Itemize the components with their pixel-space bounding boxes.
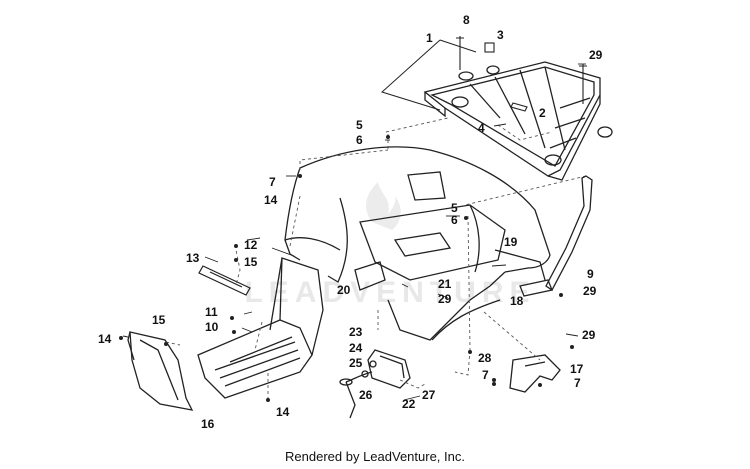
label-leaders [122,63,586,401]
callout-1: 1 [426,31,433,45]
callout-7: 7 [482,368,489,382]
credit-text: Rendered by LeadVenture, Inc. [285,449,465,464]
tail-light [339,349,411,419]
callout-6: 6 [356,133,363,147]
callout-14: 14 [264,193,278,207]
callout-5: 5 [356,118,363,132]
rack-callout-bracket [381,39,477,111]
callout-11: 11 [205,305,218,319]
rear-fender [284,146,551,341]
callout-24: 24 [349,341,363,355]
callout-13: 13 [186,251,200,265]
side-guard [127,331,194,411]
callout-3: 3 [497,28,504,42]
callout-17: 17 [570,362,584,376]
support-arm [519,175,593,297]
callout-14: 14 [276,405,290,419]
callout-20: 20 [337,283,351,297]
rack-leaders [385,117,587,206]
callout-10: 10 [205,320,219,334]
callout-16: 16 [201,417,215,431]
callout-21: 21 [438,277,452,291]
callout-14: 14 [98,332,112,346]
rear-rack [423,61,613,181]
callout-2: 2 [539,106,546,120]
callout-15: 15 [244,255,258,269]
callout-28: 28 [478,351,492,365]
callout-23: 23 [349,325,363,339]
callout-29: 29 [583,284,597,298]
callouts: 8 3 1 29 2 4 5 6 7 14 5 6 12 13 15 19 9 … [98,13,603,431]
watermark-text: LEADVENTURE [244,276,535,309]
lower-bracket [509,354,561,393]
callout-18: 18 [510,294,524,308]
watermark-flame-icon [365,182,401,230]
callout-5: 5 [451,201,458,215]
callout-27: 27 [422,388,436,402]
part-leaders [165,134,541,400]
callout-8: 8 [463,13,470,27]
rack-hardware [456,36,587,112]
fender-strip [198,265,251,296]
callout-25: 25 [349,356,363,370]
footwell [197,257,324,399]
callout-6: 6 [451,213,458,227]
fastener-dots [119,135,574,402]
callout-9: 9 [587,267,594,281]
callout-29: 29 [438,292,452,306]
callout-19: 19 [504,235,518,249]
callout-29: 29 [582,328,596,342]
callout-22: 22 [402,397,416,411]
callout-4: 4 [478,121,485,135]
callout-7: 7 [574,376,581,390]
callout-29: 29 [589,48,603,62]
callout-15: 15 [152,313,166,327]
callout-12: 12 [244,238,258,252]
callout-26: 26 [359,388,373,402]
callout-7: 7 [269,175,276,189]
